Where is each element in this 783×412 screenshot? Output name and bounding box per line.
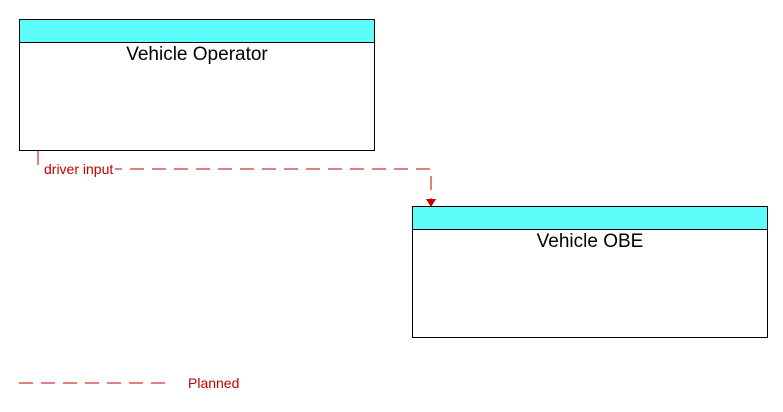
- vehicle-obe-node[interactable]: Vehicle OBE: [412, 206, 768, 338]
- vehicle-obe-title: Vehicle OBE: [536, 231, 644, 252]
- vehicle-operator-title: Vehicle Operator: [126, 44, 268, 65]
- vehicle-operator-header-bar: [20, 20, 374, 43]
- vehicle-obe-header-bar: [413, 207, 767, 230]
- vehicle-operator-node[interactable]: Vehicle Operator: [19, 19, 375, 151]
- legend-planned-label: Planned: [188, 375, 240, 391]
- driver-input-flow-label: driver input: [42, 161, 116, 177]
